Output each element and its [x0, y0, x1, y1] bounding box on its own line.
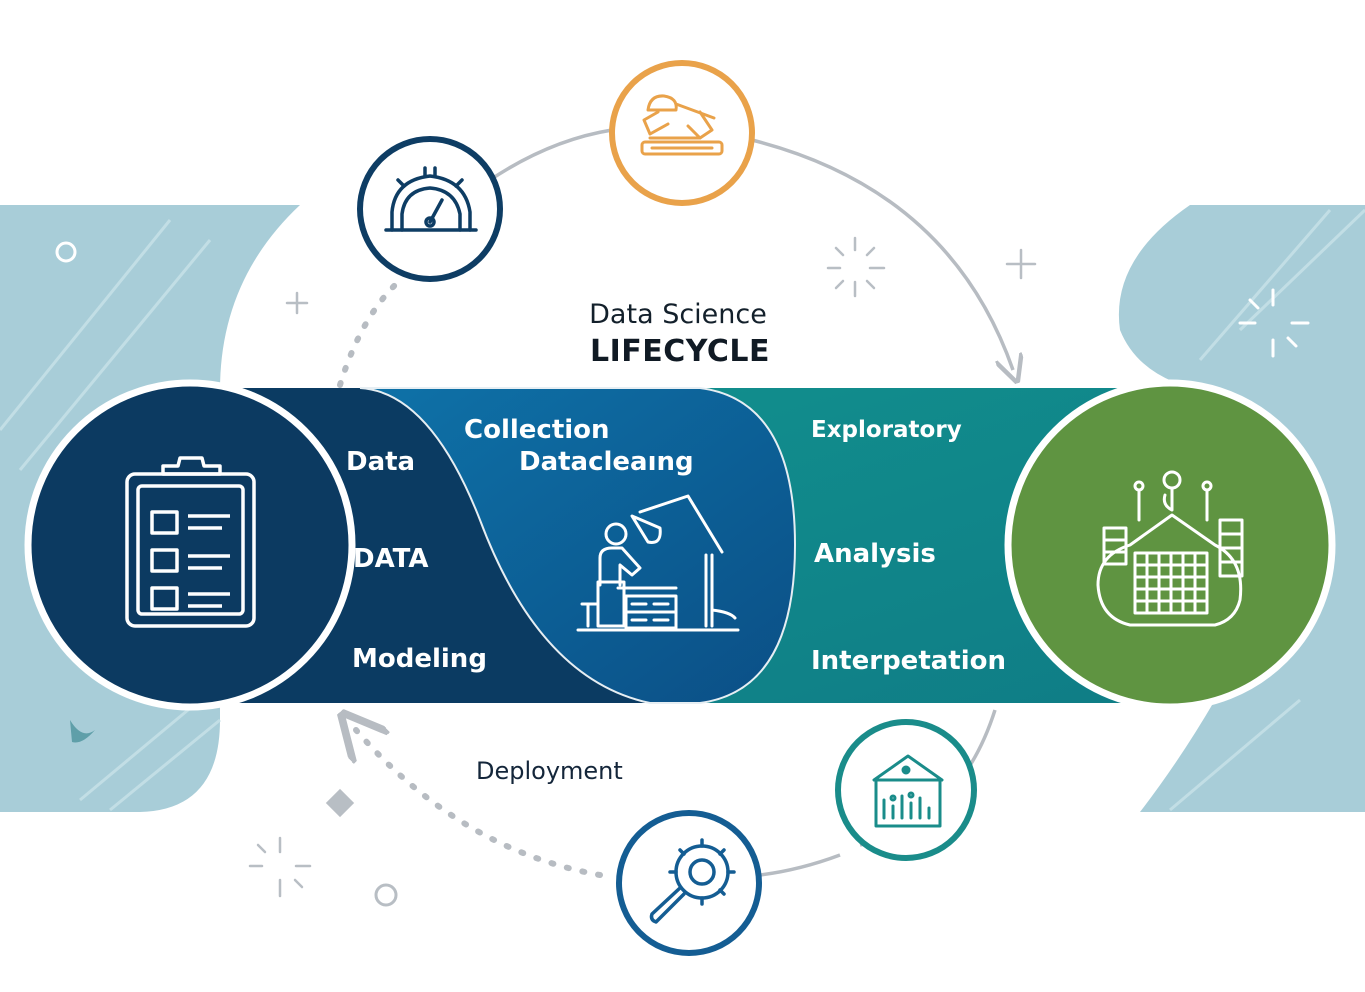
- label-data: Data: [346, 447, 415, 477]
- label-deployment: Deployment: [476, 757, 623, 785]
- researcher-lab-icon: [576, 494, 740, 632]
- microscope-icon: [640, 94, 724, 156]
- building-chart-icon: [872, 754, 944, 828]
- decor-leaf: [70, 720, 95, 743]
- gear-magnifier-icon: [649, 838, 736, 924]
- decor-sparkle-white: [1238, 288, 1310, 358]
- gauge-gear-badge: [357, 136, 503, 282]
- diagram-title-line1: Data Science: [589, 299, 767, 330]
- label-data-caps: DATA: [353, 544, 429, 574]
- building-chart-badge: [835, 719, 977, 861]
- decor-diamond: [325, 788, 355, 818]
- label-interpretation: Interpetation: [811, 646, 1006, 676]
- gear-magnifier-badge: [616, 810, 762, 956]
- left-stage-circle: [24, 379, 356, 711]
- diagram-title-line2: LIFECYCLE: [590, 334, 770, 369]
- label-analysis: Analysis: [814, 539, 936, 569]
- label-exploratory: Exploratory: [811, 417, 962, 443]
- gauge-gear-icon: [384, 166, 478, 232]
- right-stage-circle: [1004, 379, 1336, 711]
- clipboard-checklist-icon: [125, 456, 256, 628]
- lifecycle-band: [24, 379, 1336, 711]
- microscope-badge: [609, 60, 755, 206]
- decor-ring: [374, 883, 398, 907]
- label-datacleaning: Datacleaıng: [519, 447, 694, 477]
- label-modeling: Modeling: [352, 644, 487, 674]
- decor-ring: [55, 241, 77, 263]
- building-analysis-icon: [1096, 470, 1244, 627]
- label-collection: Collection: [464, 415, 610, 445]
- decor-sparkles: [248, 236, 1037, 898]
- band-blue: [359, 387, 797, 704]
- decor-ring: [1122, 755, 1144, 777]
